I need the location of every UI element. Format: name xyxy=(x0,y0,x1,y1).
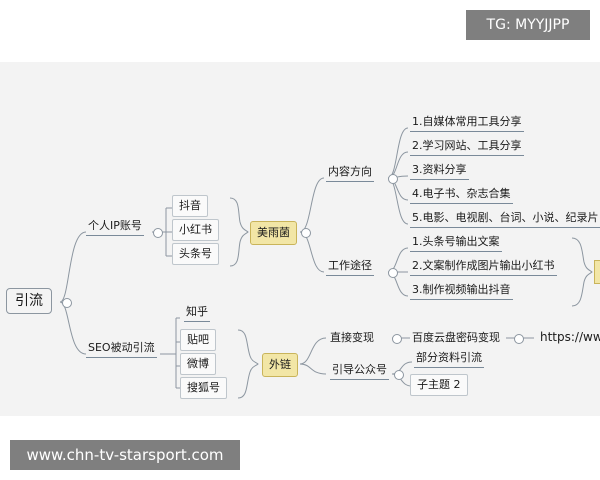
baidu-pan-monetize[interactable]: 百度云盘密码变现 xyxy=(412,331,500,345)
platform-souhu-label: 搜狐号 xyxy=(187,381,220,394)
platform-douyin-label: 抖音 xyxy=(179,199,201,212)
platform-tieba-label: 贴吧 xyxy=(187,333,209,346)
work-item-1[interactable]: 1.头条号输出文案 xyxy=(410,235,502,252)
hub-meiyujun-label: 美雨菌 xyxy=(257,226,290,239)
direct-monetize[interactable]: 直接变现 xyxy=(330,331,374,345)
platform-souhu[interactable]: 搜狐号 xyxy=(180,377,227,399)
watermark-bottom-left-text: www.chn-tv-starsport.com xyxy=(26,446,224,464)
connector-root-ip xyxy=(59,231,87,303)
guide-official-account-label: 引导公众号 xyxy=(332,363,387,376)
platform-weibo[interactable]: 微博 xyxy=(180,353,216,375)
branch-seo[interactable]: SEO被动引流 xyxy=(86,341,157,358)
platform-xiaohongshu[interactable]: 小红书 xyxy=(172,219,219,241)
hub-external-link[interactable]: 外链 xyxy=(262,353,298,377)
platform-zhihu-label: 知乎 xyxy=(186,305,208,318)
work-item-3[interactable]: 3.制作视频输出抖音 xyxy=(410,283,513,300)
platform-tieba[interactable]: 贴吧 xyxy=(180,329,216,351)
offscreen-tag[interactable] xyxy=(594,260,600,284)
watermark-top-right: TG: MYYJJPP xyxy=(466,10,590,40)
content-item-5-label: 5.电影、电视剧、台词、小说、纪录片 xyxy=(412,211,599,224)
bracket-ip-platforms xyxy=(229,197,249,267)
hub-external-link-label: 外链 xyxy=(269,358,291,371)
content-item-4-label: 4.电子书、杂志合集 xyxy=(412,187,511,200)
collapse-direct-icon[interactable] xyxy=(392,334,402,344)
content-item-1-label: 1.自媒体常用工具分享 xyxy=(412,115,522,128)
work-item-3-label: 3.制作视频输出抖音 xyxy=(412,283,511,296)
content-item-2[interactable]: 2.学习网站、工具分享 xyxy=(410,139,524,156)
root-node[interactable]: 引流 xyxy=(6,288,52,314)
platform-douyin[interactable]: 抖音 xyxy=(172,195,208,217)
content-direction[interactable]: 内容方向 xyxy=(326,165,374,182)
branch-ip-label: 个人IP账号 xyxy=(88,219,142,232)
guide-child-2[interactable]: 子主题 2 xyxy=(410,374,468,396)
content-direction-label: 内容方向 xyxy=(328,165,372,178)
work-item-1-label: 1.头条号输出文案 xyxy=(412,235,500,248)
bracket-work-items xyxy=(571,237,593,307)
collapse-hub-icon[interactable] xyxy=(301,228,311,238)
work-item-2[interactable]: 2.文案制作成图片输出小红书 xyxy=(410,259,557,276)
collapse-baidu-icon[interactable] xyxy=(514,334,524,344)
content-item-3[interactable]: 3.资料分享 xyxy=(410,163,469,180)
platform-xiaohongshu-label: 小红书 xyxy=(179,223,212,236)
guide-child-2-label: 子主题 2 xyxy=(417,378,461,391)
root-label: 引流 xyxy=(15,293,43,309)
direct-monetize-label: 直接变现 xyxy=(330,331,374,344)
collapse-ip-icon[interactable] xyxy=(153,228,163,238)
content-item-4[interactable]: 4.电子书、杂志合集 xyxy=(410,187,513,204)
platform-toutiao-label: 头条号 xyxy=(179,247,212,260)
watermark-bottom-left: www.chn-tv-starsport.com xyxy=(10,440,240,470)
bracket-seo-platforms xyxy=(237,329,259,399)
platform-zhihu[interactable]: 知乎 xyxy=(184,305,210,322)
branch-seo-label: SEO被动引流 xyxy=(88,341,155,354)
branch-ip-account[interactable]: 个人IP账号 xyxy=(86,219,144,236)
mindmap-canvas: 引流 个人IP账号 抖音 小红书 头条号 美雨菌 内容方向 1.自媒体常用工具分… xyxy=(0,62,600,416)
connector-hub-content xyxy=(299,177,325,233)
platform-toutiao[interactable]: 头条号 xyxy=(172,243,219,265)
content-item-2-label: 2.学习网站、工具分享 xyxy=(412,139,522,152)
work-path[interactable]: 工作途径 xyxy=(326,259,374,276)
connector-link-direct xyxy=(299,337,327,365)
hub-meiyujun[interactable]: 美雨菌 xyxy=(250,221,297,245)
collapse-content-icon[interactable] xyxy=(388,174,398,184)
connector-seo-platforms xyxy=(160,317,180,389)
url-leaf[interactable]: https://www xyxy=(540,330,600,344)
work-item-2-label: 2.文案制作成图片输出小红书 xyxy=(412,259,555,272)
platform-weibo-label: 微博 xyxy=(187,357,209,370)
collapse-work-icon[interactable] xyxy=(388,268,398,278)
baidu-pan-monetize-label: 百度云盘密码变现 xyxy=(412,331,500,344)
content-item-1[interactable]: 1.自媒体常用工具分享 xyxy=(410,115,524,132)
content-item-3-label: 3.资料分享 xyxy=(412,163,467,176)
connector-hub-work xyxy=(299,231,325,273)
connector-link-guide xyxy=(299,363,327,375)
guide-child-1-label: 部分资料引流 xyxy=(416,351,482,364)
connector-root-seo xyxy=(59,301,87,355)
collapse-root-icon[interactable] xyxy=(62,298,72,308)
guide-official-account[interactable]: 引导公众号 xyxy=(330,363,389,380)
watermark-top-right-text: TG: MYYJJPP xyxy=(486,17,570,33)
work-path-label: 工作途径 xyxy=(328,259,372,272)
guide-child-1[interactable]: 部分资料引流 xyxy=(414,351,484,368)
url-leaf-label: https://www xyxy=(540,330,600,344)
content-item-5[interactable]: 5.电影、电视剧、台词、小说、纪录片 xyxy=(410,211,600,228)
collapse-guide-icon[interactable] xyxy=(394,370,404,380)
